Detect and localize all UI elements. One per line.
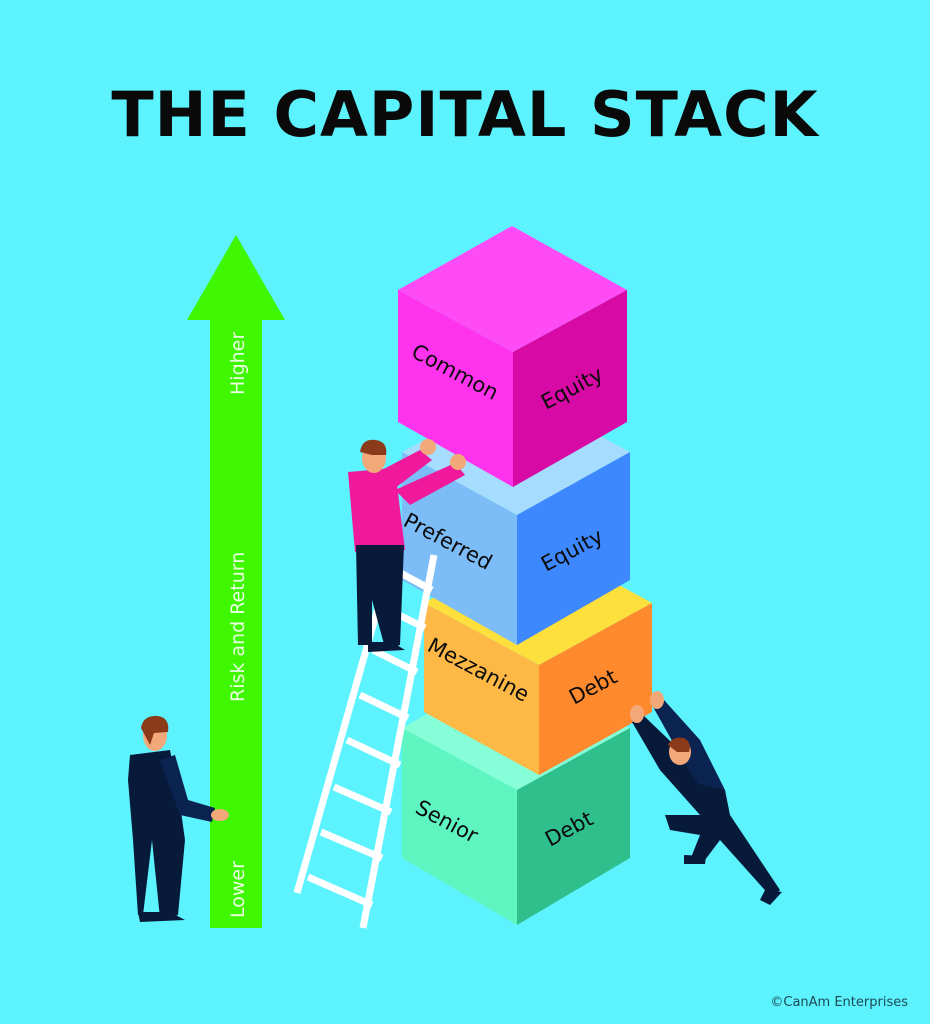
cube-common-equity: Common Equity <box>398 226 627 487</box>
arrow-label-lower: Lower <box>227 861 249 918</box>
page-title: THE CAPITAL STACK <box>111 78 819 151</box>
man-on-ladder-figure <box>348 439 466 652</box>
arrow-label-higher: Higher <box>227 332 249 395</box>
man-standing-figure <box>128 715 229 922</box>
arrow-label-risk-return: Risk and Return <box>227 552 249 702</box>
copyright-credit: ©CanAm Enterprises <box>770 995 908 1010</box>
risk-return-arrow: Higher Risk and Return Lower <box>187 235 285 928</box>
man-pushing-figure <box>630 691 782 905</box>
arrow-up-icon <box>187 235 285 928</box>
